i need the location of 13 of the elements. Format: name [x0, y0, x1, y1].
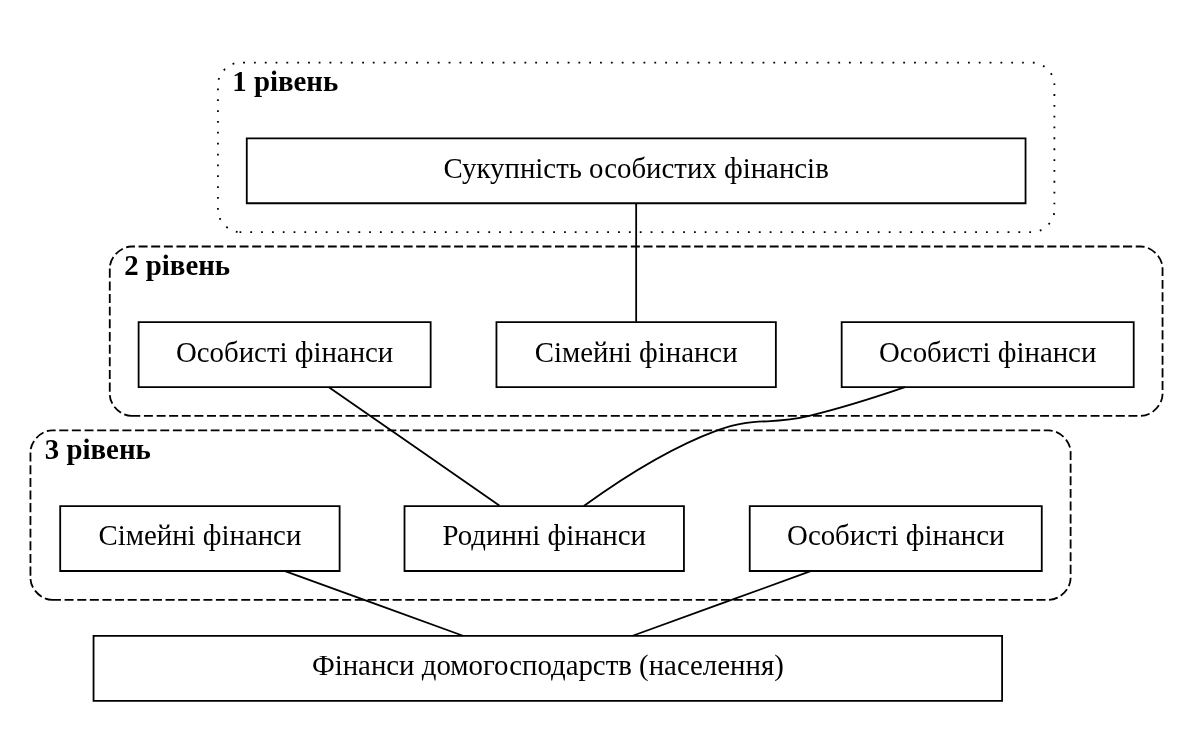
node-box: Сімейні фінанси: [59, 505, 341, 572]
node-box: Сукупність особистих фінансів: [245, 137, 1027, 205]
connector: [635, 203, 638, 323]
node-box: Родинні фінанси: [403, 505, 685, 572]
connector: [328, 386, 501, 507]
connector: [284, 570, 464, 637]
connector: [582, 386, 906, 507]
node-box: Особисті фінанси: [748, 505, 1043, 572]
node-box: Сімейні фінанси: [495, 321, 777, 388]
connector: [631, 570, 812, 637]
node-box: Особисті фінанси: [840, 321, 1135, 388]
node-box: Особисті фінанси: [137, 321, 432, 388]
node-box: Фінанси домогосподарств (населення): [92, 635, 1003, 702]
